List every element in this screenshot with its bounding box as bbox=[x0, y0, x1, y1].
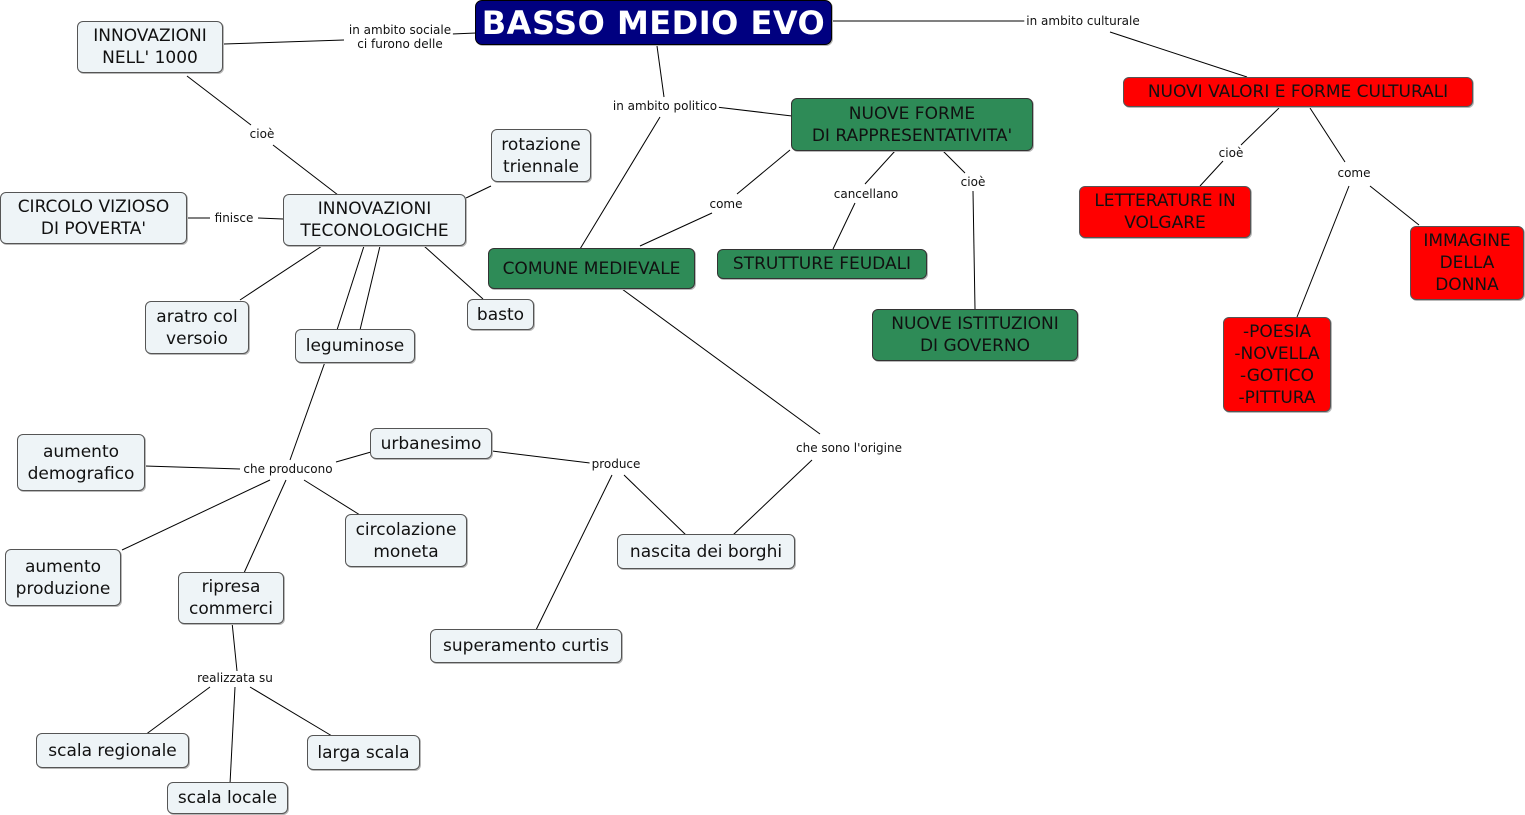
node-comune-medievale[interactable]: COMUNE MEDIEVALE bbox=[488, 248, 695, 289]
link-label-finisce: finisce bbox=[212, 211, 256, 225]
node-aumento-produzione[interactable]: aumento produzione bbox=[5, 549, 121, 606]
node-letterature-in-volgare[interactable]: LETTERATURE IN VOLGARE bbox=[1079, 186, 1251, 238]
link-label-come-politico: come bbox=[707, 197, 745, 211]
node-aumento-demografico[interactable]: aumento demografico bbox=[17, 434, 145, 491]
node-scala-locale[interactable]: scala locale bbox=[167, 782, 288, 814]
node-innovazioni-1000[interactable]: INNOVAZIONI NELL' 1000 bbox=[77, 21, 223, 73]
node-larga-scala[interactable]: larga scala bbox=[307, 735, 420, 770]
node-leguminose[interactable]: leguminose bbox=[295, 329, 415, 363]
node-basto[interactable]: basto bbox=[467, 299, 534, 330]
main-title-node[interactable]: BASSO MEDIO EVO bbox=[475, 0, 832, 45]
link-label-ambito-politico: in ambito politico bbox=[610, 99, 720, 113]
link-label-ambito-sociale: in ambito sociale ci furono delle bbox=[346, 23, 454, 51]
link-label-come-culturale: come bbox=[1335, 166, 1373, 180]
node-innovazioni-tecnologiche[interactable]: INNOVAZIONI TECONOLOGICHE bbox=[283, 194, 466, 246]
node-nascita-dei-borghi[interactable]: nascita dei borghi bbox=[617, 534, 795, 569]
node-poesia-novella-gotico-pittura[interactable]: -POESIA -NOVELLA -GOTICO -PITTURA bbox=[1223, 317, 1331, 412]
link-label-che-producono: che producono bbox=[241, 462, 335, 476]
node-circolazione-moneta[interactable]: circolazione moneta bbox=[345, 514, 467, 567]
node-immagine-della-donna[interactable]: IMMAGINE DELLA DONNA bbox=[1410, 226, 1524, 300]
link-label-realizzata-su: realizzata su bbox=[195, 671, 275, 685]
link-label-che-sono-origine: che sono l'origine bbox=[794, 441, 904, 455]
node-circolo-vizioso[interactable]: CIRCOLO VIZIOSO DI POVERTA' bbox=[0, 192, 187, 244]
link-label-cancellano: cancellano bbox=[831, 187, 901, 201]
node-nuove-forme-rappresentativita[interactable]: NUOVE FORME DI RAPPRESENTATIVITA' bbox=[791, 98, 1033, 151]
link-label-cioe-innovazioni: cioè bbox=[247, 127, 277, 141]
node-urbanesimo[interactable]: urbanesimo bbox=[370, 428, 492, 459]
link-label-ambito-culturale: in ambito culturale bbox=[1024, 14, 1142, 28]
node-nuove-istituzioni-di-governo[interactable]: NUOVE ISTITUZIONI DI GOVERNO bbox=[872, 309, 1078, 361]
link-label-produce: produce bbox=[589, 457, 643, 471]
node-rotazione-triennale[interactable]: rotazione triennale bbox=[491, 129, 591, 182]
link-label-cioe-letterature: cioè bbox=[1216, 146, 1246, 160]
node-scala-regionale[interactable]: scala regionale bbox=[36, 733, 189, 768]
node-strutture-feudali[interactable]: STRUTTURE FEUDALI bbox=[717, 249, 927, 279]
node-superamento-curtis[interactable]: superamento curtis bbox=[430, 629, 622, 663]
link-label-cioe-istituzioni: cioè bbox=[958, 175, 988, 189]
node-nuovi-valori-forme-culturali[interactable]: NUOVI VALORI E FORME CULTURALI bbox=[1123, 77, 1473, 107]
node-ripresa-commerci[interactable]: ripresa commerci bbox=[178, 572, 284, 624]
node-aratro-col-versoio[interactable]: aratro col versoio bbox=[145, 301, 249, 354]
